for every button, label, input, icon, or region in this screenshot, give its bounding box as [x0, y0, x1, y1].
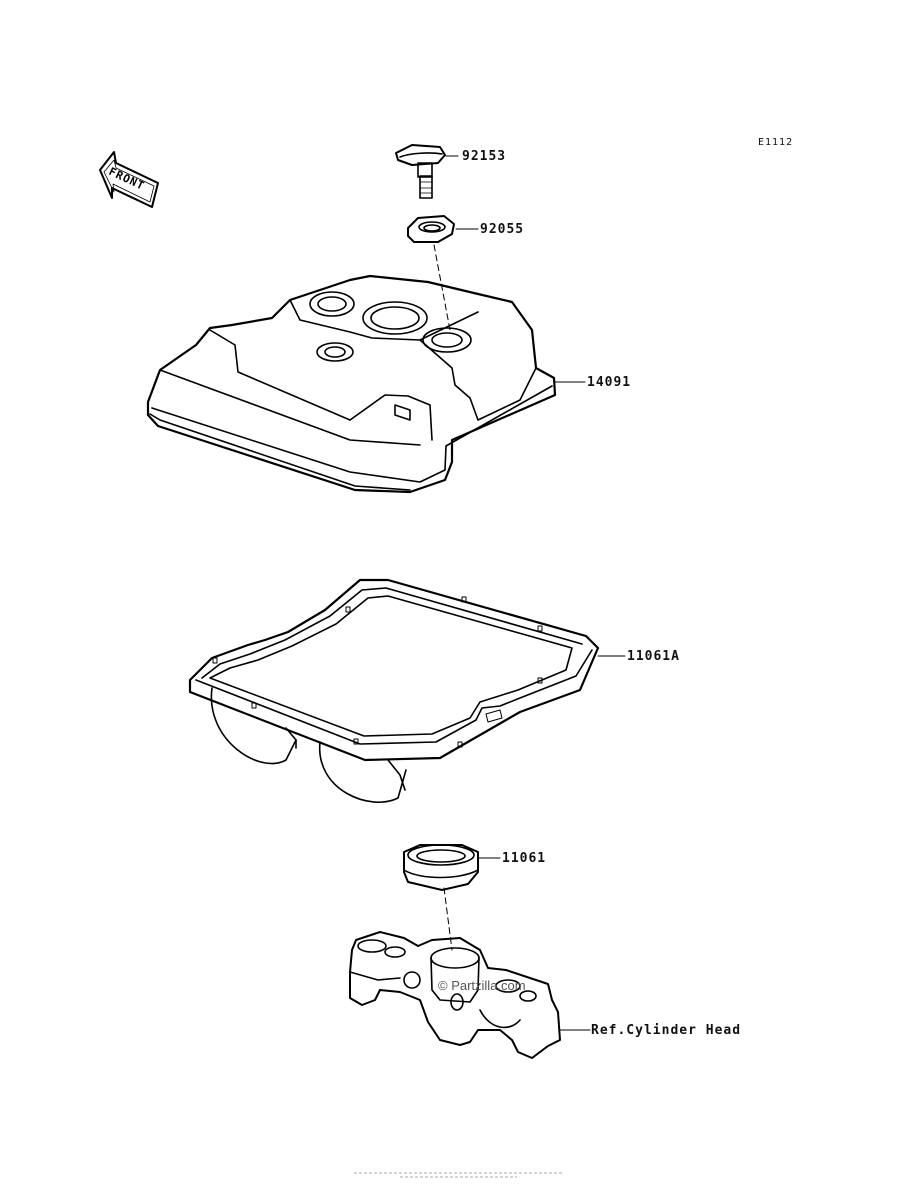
seal-11061	[403, 844, 479, 891]
watermark: © Partzilla.com	[438, 978, 526, 993]
copyright-notice	[352, 1170, 567, 1180]
gasket-11061A	[188, 578, 600, 803]
front-arrow-icon: FRONT	[99, 151, 159, 208]
part-label-ref-cylinder-head: Ref.Cylinder Head	[591, 1023, 742, 1038]
cylinder-head-ref	[349, 931, 561, 1059]
part-label-11061: 11061	[502, 851, 547, 866]
cylinder-head-cover-14091	[146, 274, 557, 494]
part-label-92153: 92153	[462, 149, 507, 164]
figure-code: E1112	[758, 137, 794, 148]
part-label-14091: 14091	[587, 375, 632, 390]
seal-92055	[407, 215, 455, 243]
part-label-11061A: 11061A	[627, 649, 680, 664]
part-label-92055: 92055	[480, 222, 525, 237]
bolt-92153	[395, 144, 446, 199]
